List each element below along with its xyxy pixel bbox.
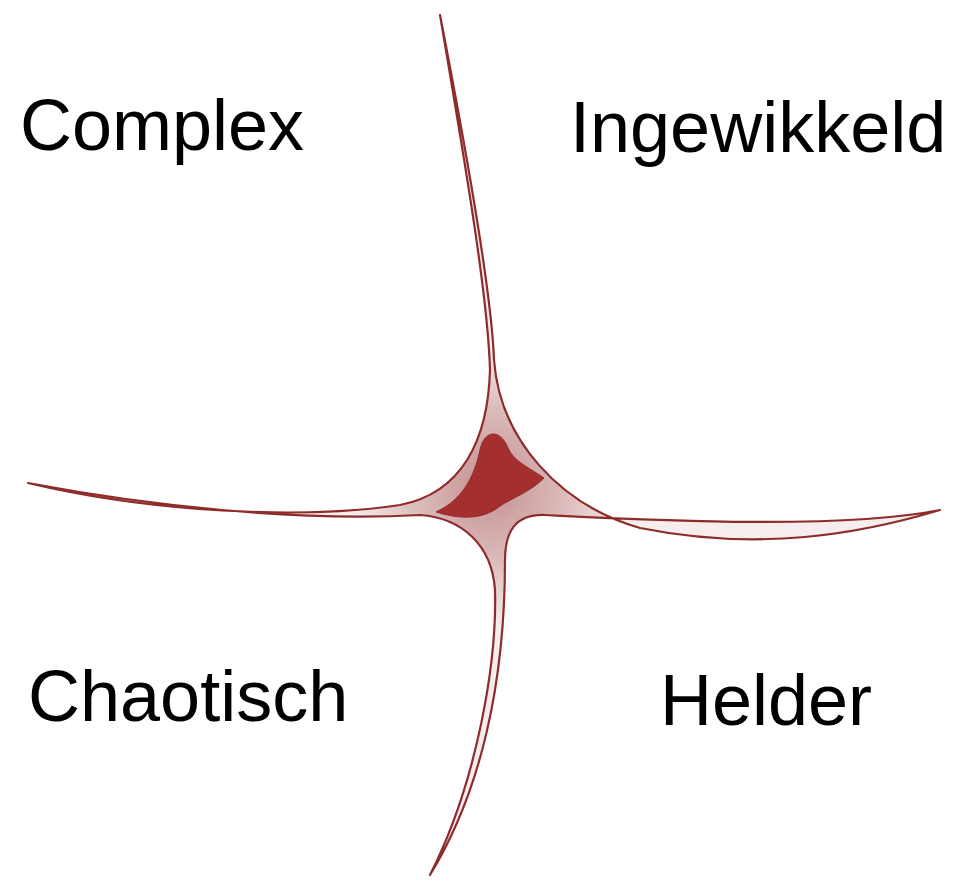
quadrant-label: Helder — [660, 664, 872, 736]
quadrant-label: Complex — [20, 89, 304, 161]
quadrant-label: Chaotisch — [28, 660, 348, 732]
quadrant-label: Ingewikkeld — [570, 91, 946, 163]
center-blob — [436, 434, 544, 517]
